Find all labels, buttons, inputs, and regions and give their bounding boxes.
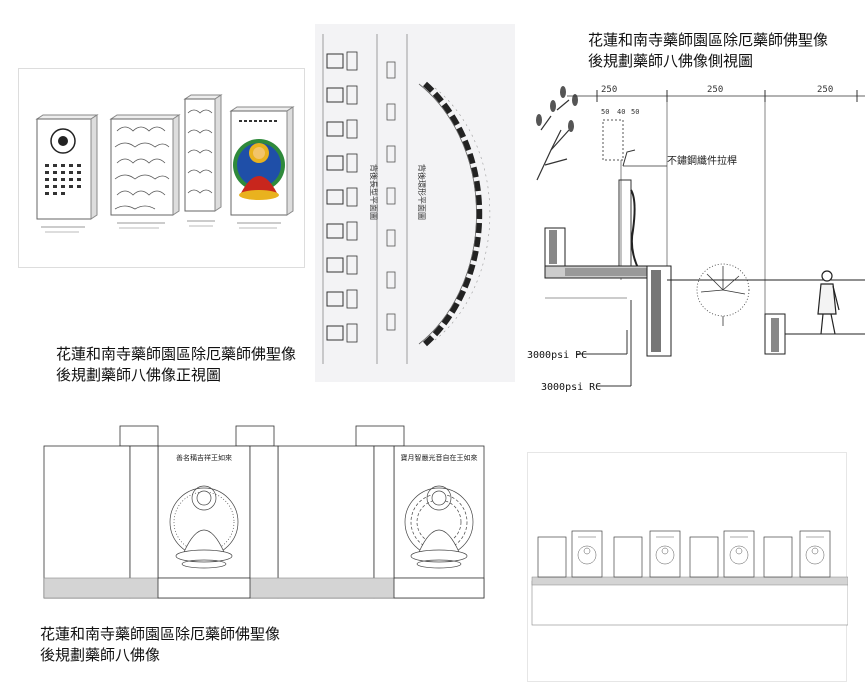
card-logo-list [35, 114, 99, 233]
railing-note: 不鏽鋼纖件拉桿 [667, 154, 737, 167]
pc-label: 3000psi PC [527, 350, 587, 361]
person-figure-icon [817, 270, 840, 335]
right-buddha-title: 寶月智嚴光音自在王如來 [401, 453, 478, 462]
right-buddha-icon [404, 485, 474, 569]
dim-right: 250 [817, 85, 833, 95]
dim-small-c: 50 [631, 108, 639, 116]
side-section-panel: 250 250 250 50 40 50 不鏽鋼纖件拉桿 [527, 70, 865, 436]
dim-mid: 250 [707, 85, 723, 95]
rc-label: 3000psi RC [541, 382, 601, 393]
card-tall-pattern [183, 94, 223, 227]
left-buddha-title: 善名稱吉祥王如來 [176, 453, 232, 462]
dim-small-a: 50 [601, 108, 609, 116]
product-cards-drawing [35, 94, 295, 233]
caption-elevation: 花蓮和南寺藥師園區除厄藥師佛聖像 後規劃藥師八佛像 [40, 625, 281, 664]
plan-label-arc: 背後環形平面圖 [417, 164, 427, 220]
plan-label-top: 背後長型平面圖 [369, 164, 379, 220]
left-buddha-icon [169, 485, 239, 569]
elevation-buddha-icon [577, 545, 825, 565]
tree-branch-icon [536, 99, 570, 181]
elevation-plinth [531, 576, 849, 586]
dim-small-b: 40 [617, 108, 625, 116]
caption-front-view: 花蓮和南寺藥師園區除厄藥師佛聖像 後規劃藥師八佛像正視圖 [56, 345, 297, 384]
plan-drawing: 背後長型平面圖 背後環形平面圖 [315, 24, 515, 382]
front-view-drawing: 善名稱吉祥王如來 寶月智嚴光音自在王如來 [43, 425, 485, 599]
plan-drawing-panel: 背後長型平面圖 背後環形平面圖 [315, 24, 515, 382]
elevation-panel [527, 452, 849, 682]
side-section-drawing: 250 250 250 50 40 50 不鏽鋼纖件拉桿 [527, 85, 865, 393]
card-color-buddha [229, 106, 295, 229]
dim-left: 250 [601, 85, 617, 95]
front-view-panel: 善名稱吉祥王如來 寶月智嚴光音自在王如來 [20, 392, 510, 612]
elevation-drawing [531, 530, 849, 626]
temple-logo-icon [50, 128, 76, 154]
product-cards-panel [18, 68, 305, 268]
caption-side-view: 花蓮和南寺藥師園區除厄藥師佛聖像 後規劃藥師八佛像側視圖 [588, 31, 829, 70]
tree-icon [696, 263, 750, 326]
card-cloud-pattern [109, 114, 181, 229]
